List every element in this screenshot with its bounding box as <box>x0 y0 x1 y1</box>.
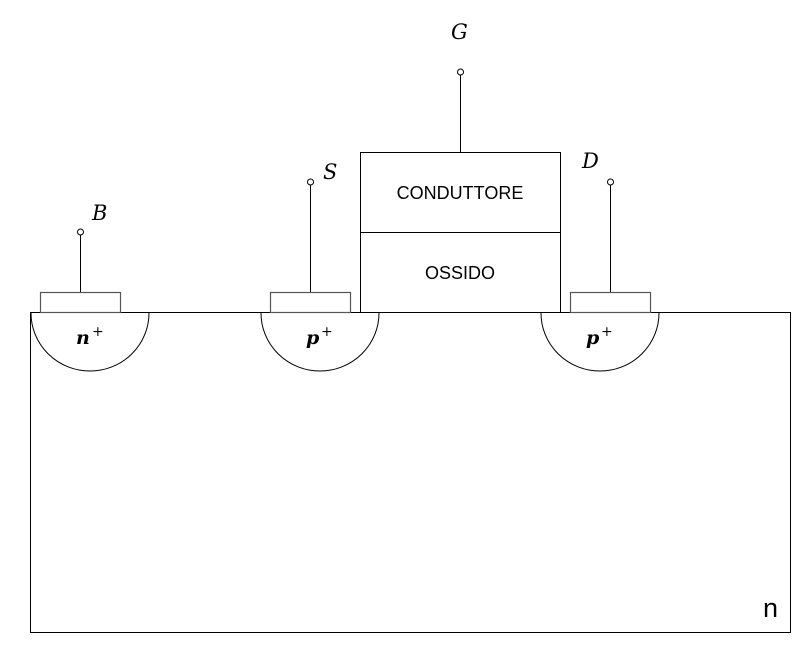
source-well-p-plus <box>260 312 380 372</box>
svg-text:+: + <box>321 324 333 340</box>
gate-terminal-label: G <box>451 20 468 44</box>
oxide-label: OSSIDO <box>425 263 495 283</box>
substrate-label: n <box>763 593 778 623</box>
substrate-body <box>30 312 791 633</box>
drain-well-label: p + <box>586 324 613 349</box>
gate-oxide <box>360 232 561 313</box>
svg-text:+: + <box>601 324 613 340</box>
drain-terminal-label: D <box>581 149 599 173</box>
body-well-n-plus <box>30 312 150 372</box>
svg-text:p: p <box>306 327 320 349</box>
drain-well-p-plus <box>540 312 660 372</box>
source-contact <box>269 291 352 314</box>
drain-contact <box>569 291 652 314</box>
source-terminal-label: S <box>323 160 337 184</box>
conductor-label: CONDUTTORE <box>397 183 524 203</box>
body-terminal-label: B <box>91 201 107 225</box>
body-contact <box>39 291 122 314</box>
source-well-label: p + <box>306 324 333 349</box>
svg-text:p: p <box>586 327 600 349</box>
drain-terminal-node <box>607 178 614 186</box>
svg-text:n: n <box>76 327 90 349</box>
body-well-label: n + <box>76 324 104 349</box>
source-terminal-node <box>307 178 314 186</box>
body-terminal-node <box>77 228 84 236</box>
gate-terminal-node <box>457 68 464 76</box>
svg-text:+: + <box>92 324 104 340</box>
